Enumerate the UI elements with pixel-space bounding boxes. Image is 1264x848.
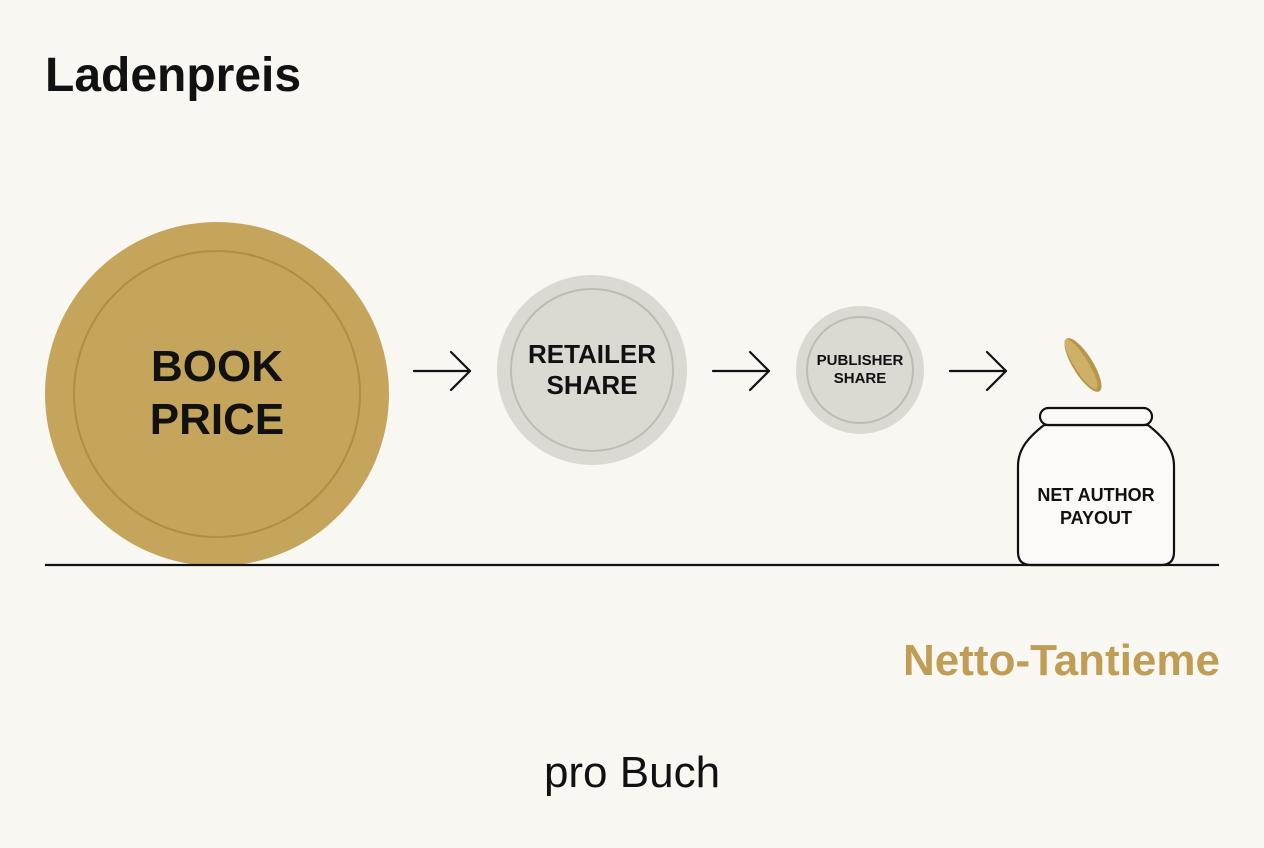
coin-ring <box>510 288 674 452</box>
coin-ring <box>73 250 361 538</box>
coin-retailer-share-label: RETAILER SHARE <box>527 338 657 400</box>
page-title: Ladenpreis <box>45 49 302 102</box>
arrow-right-icon <box>711 350 771 392</box>
arrow-right-icon <box>412 350 472 392</box>
arrow-right-icon <box>948 350 1008 392</box>
coin-book-price: BOOK PRICE <box>45 222 389 566</box>
coin-ring <box>806 316 914 424</box>
jar-label: NET AUTHOR PAYOUT <box>1037 485 1155 528</box>
jar-icon <box>1016 406 1176 567</box>
result-label: Netto-Tantieme <box>903 636 1220 685</box>
coin-retailer-share: RETAILER SHARE <box>497 275 687 465</box>
coin-publisher-share-label: PUBLISHER SHARE <box>816 352 904 387</box>
footer-text: pro Buch <box>543 748 721 797</box>
coin-book-price-label: BOOK PRICE <box>149 342 285 444</box>
coin-publisher-share: PUBLISHER SHARE <box>796 306 924 434</box>
falling-coin-icon <box>1064 338 1102 392</box>
